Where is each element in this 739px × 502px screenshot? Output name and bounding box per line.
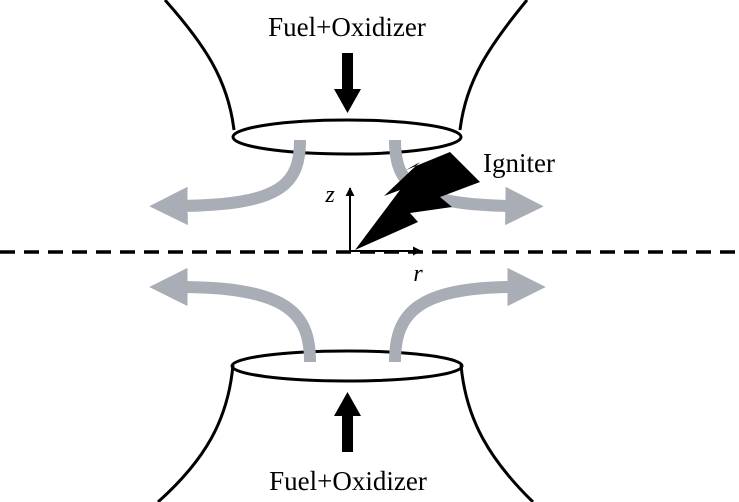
igniter-label: Igniter bbox=[483, 148, 555, 178]
lightning-bolt-icon bbox=[355, 152, 480, 250]
flow-arrow-upper-left bbox=[149, 139, 306, 226]
top-inlet-label: Fuel+Oxidizer bbox=[268, 12, 426, 42]
bottom-nozzle-exit-ellipse bbox=[230, 349, 464, 383]
top-nozzle-left-wall bbox=[163, 0, 236, 131]
r-axis-label: r bbox=[413, 261, 423, 287]
top-nozzle bbox=[163, 0, 529, 156]
flow-arrow-lower-right bbox=[389, 267, 546, 363]
top-inlet-arrow bbox=[334, 53, 361, 113]
flow-arrows bbox=[149, 139, 546, 363]
bottom-nozzle-right-wall bbox=[459, 364, 535, 502]
flow-arrow-lower-left bbox=[149, 267, 316, 363]
bottom-nozzle bbox=[157, 349, 535, 502]
coordinate-axes bbox=[345, 187, 422, 256]
bottom-nozzle-left-wall bbox=[157, 364, 235, 502]
z-axis-label: z bbox=[324, 182, 335, 208]
bottom-inlet-label: Fuel+Oxidizer bbox=[269, 466, 427, 496]
top-nozzle-exit-ellipse bbox=[231, 118, 463, 156]
bottom-inlet-arrow bbox=[334, 392, 361, 452]
top-nozzle-right-wall bbox=[458, 0, 529, 131]
